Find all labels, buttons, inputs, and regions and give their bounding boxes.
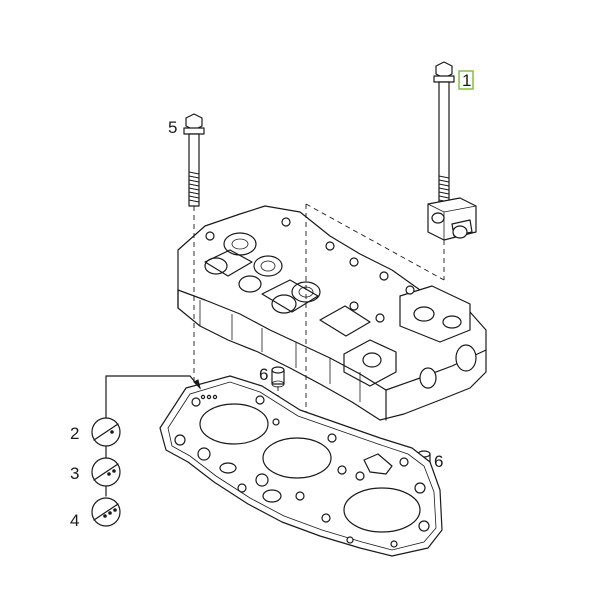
callout-1-highlight-box [458, 70, 474, 90]
callout-1[interactable]: 1 [458, 70, 474, 90]
callout-6-right[interactable]: 6 [434, 452, 443, 471]
gasket-type-3[interactable]: 3 [70, 457, 121, 487]
head-gasket [159, 375, 443, 557]
long-bolt-threads [438, 175, 450, 203]
short-cylinder-head-bolt [183, 113, 205, 207]
callout-6-left[interactable]: 6 [259, 365, 268, 384]
long-cylinder-head-bolt [427, 61, 477, 241]
gasket-bore-2 [262, 437, 332, 479]
dowel-pin-left [271, 366, 285, 388]
gasket-type-2-label: 2 [70, 424, 79, 443]
short-bolt-threads [188, 171, 200, 203]
callout-5-label: 5 [168, 118, 177, 137]
gasket-bore-1 [199, 403, 269, 445]
gasket-type-3-label: 3 [70, 464, 79, 483]
callout-5[interactable]: 5 [168, 118, 177, 137]
gasket-leader-line [105, 375, 201, 497]
gasket-type-2[interactable]: 2 [70, 417, 121, 447]
callout-6-left-label: 6 [259, 365, 268, 384]
gasket-type-4-label: 4 [70, 511, 79, 530]
gasket-bore-3 [343, 487, 421, 533]
callout-6-right-label: 6 [434, 452, 443, 471]
callout-1-label: 1 [462, 71, 471, 90]
gasket-type-4[interactable]: 4 [70, 497, 121, 530]
cylinder-head [177, 205, 487, 421]
